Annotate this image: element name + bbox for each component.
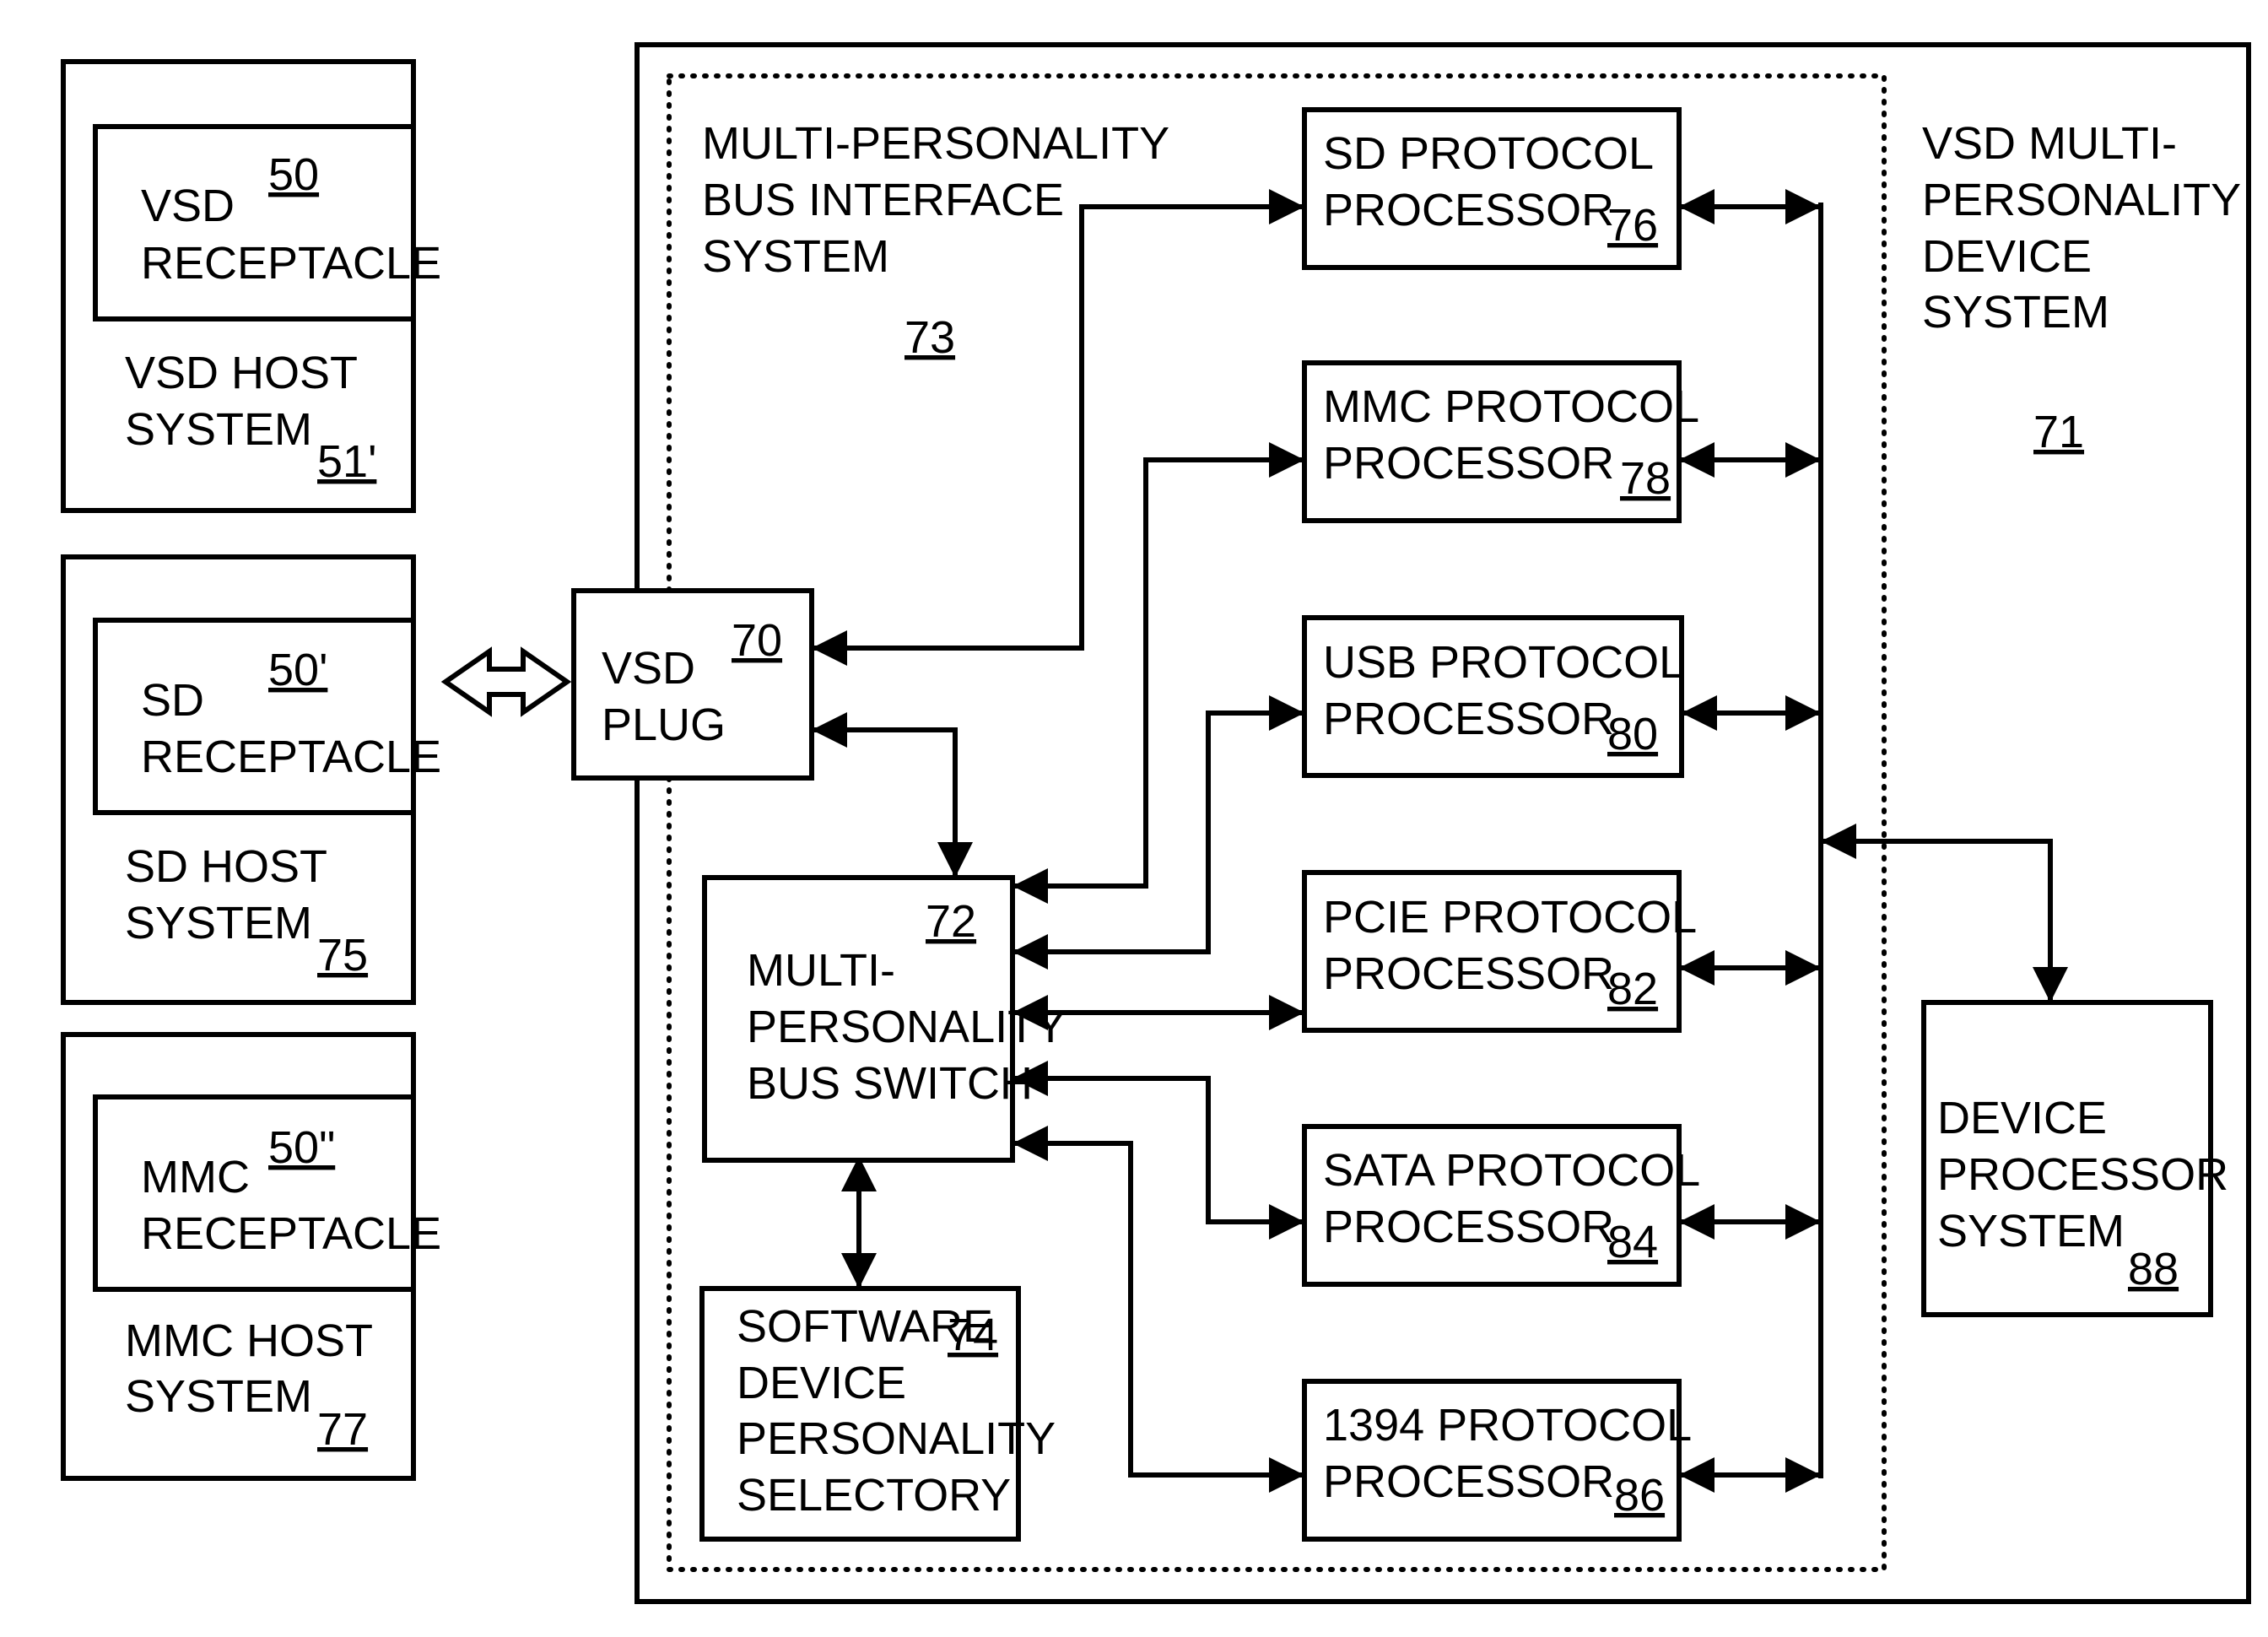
vsd-receptacle-label-1: VSD <box>141 181 235 231</box>
pcie-processor-label-2: PROCESSOR <box>1323 948 1614 999</box>
selector-label-3: PERSONALITY <box>737 1413 1056 1464</box>
pcie-processor-label-1: PCIE PROTOCOL <box>1323 892 1697 943</box>
sd-processor-ref: 76 <box>1607 200 1658 251</box>
1394-processor-label-2: PROCESSOR <box>1323 1456 1614 1507</box>
device-processor-label-3: SYSTEM <box>1937 1206 2125 1256</box>
pcie-processor-ref: 82 <box>1607 964 1658 1014</box>
device-system-ref: 71 <box>2033 407 2084 457</box>
interface-label-3: SYSTEM <box>702 231 889 282</box>
sata-processor-label-1: SATA PROTOCOL <box>1323 1145 1700 1196</box>
mmc-host-ref: 77 <box>317 1404 368 1455</box>
pcie-protocol-processor: PCIE PROTOCOL PROCESSOR 82 <box>1304 873 1697 1030</box>
vsd-host-label-2: SYSTEM <box>125 404 312 455</box>
usb-processor-label-1: USB PROTOCOL <box>1323 637 1684 688</box>
mmc-receptacle-label-1: MMC <box>141 1152 250 1202</box>
1394-processor-label-1: 1394 PROTOCOL <box>1323 1400 1692 1451</box>
device-processor-label-2: PROCESSOR <box>1937 1149 2228 1200</box>
interface-ref: 73 <box>904 312 955 363</box>
vsd-receptacle-label-2: RECEPTACLE <box>141 238 441 289</box>
vsd-plug-label-1: VSD <box>602 643 695 694</box>
mmc-processor-label-2: PROCESSOR <box>1323 438 1614 489</box>
sd-receptacle-label-2: RECEPTACLE <box>141 732 441 782</box>
bus-switch-label-2: PERSONALITY <box>747 1002 1066 1052</box>
mmc-protocol-processor: MMC PROTOCOL PROCESSOR 78 <box>1304 363 1699 521</box>
sd-receptacle-ref: 50' <box>268 645 327 695</box>
selector-ref: 74 <box>948 1310 998 1360</box>
sd-host-label-1: SD HOST <box>125 841 327 892</box>
selector-label-4: SELECTORY <box>737 1470 1011 1521</box>
sd-processor-label-2: PROCESSOR <box>1323 185 1614 235</box>
1394-processor-ref: 86 <box>1614 1470 1665 1521</box>
vsd-host-system: VSD RECEPTACLE 50 VSD HOST SYSTEM 51' <box>63 62 441 511</box>
interface-label-1: MULTI-PERSONALITY <box>702 118 1169 169</box>
hollow-double-arrow-icon <box>446 651 567 712</box>
sata-processor-label-2: PROCESSOR <box>1323 1202 1614 1252</box>
usb-protocol-processor: USB PROTOCOL PROCESSOR 80 <box>1304 618 1684 775</box>
mmc-host-label-2: SYSTEM <box>125 1371 312 1422</box>
sd-receptacle-label-1: SD <box>141 675 204 726</box>
sd-protocol-processor: SD PROTOCOL PROCESSOR 76 <box>1304 110 1679 267</box>
device-processor-label-1: DEVICE <box>1937 1093 2107 1143</box>
sd-processor-label-1: SD PROTOCOL <box>1323 128 1654 179</box>
usb-processor-label-2: PROCESSOR <box>1323 694 1614 744</box>
mmc-host-label-1: MMC HOST <box>125 1316 373 1366</box>
bus-switch-label-1: MULTI- <box>747 945 895 996</box>
interface-label-2: BUS INTERFACE <box>702 175 1064 225</box>
vsd-host-label-1: VSD HOST <box>125 348 358 398</box>
device-system-label-2: PERSONALITY <box>1922 175 2241 225</box>
device-processor-ref: 88 <box>2128 1244 2179 1294</box>
device-system-label-4: SYSTEM <box>1922 287 2109 338</box>
sd-host-ref: 75 <box>317 930 368 981</box>
bus-switch: 72 MULTI- PERSONALITY BUS SWITCH <box>705 878 1066 1160</box>
device-processor-system: DEVICE PROCESSOR SYSTEM 88 <box>1924 1002 2228 1315</box>
sata-protocol-processor: SATA PROTOCOL PROCESSOR 84 <box>1304 1126 1700 1284</box>
vsd-plug-label-2: PLUG <box>602 700 726 750</box>
sd-host-label-2: SYSTEM <box>125 898 312 948</box>
vsd-receptacle-ref: 50 <box>268 149 319 200</box>
vsd-host-ref: 51' <box>317 436 376 487</box>
mmc-receptacle-label-2: RECEPTACLE <box>141 1208 441 1259</box>
device-system-label-1: VSD MULTI- <box>1922 118 2177 169</box>
sd-host-system: SD RECEPTACLE 50' SD HOST SYSTEM 75 <box>63 557 441 1002</box>
bus-switch-ref: 72 <box>926 896 976 947</box>
usb-processor-ref: 80 <box>1607 709 1658 759</box>
device-system-label-3: DEVICE <box>1922 231 2092 282</box>
mmc-processor-label-1: MMC PROTOCOL <box>1323 381 1699 432</box>
bus-switch-label-3: BUS SWITCH <box>747 1058 1033 1109</box>
vsd-plug-ref: 70 <box>732 615 782 666</box>
1394-protocol-processor: 1394 PROTOCOL PROCESSOR 86 <box>1304 1381 1692 1539</box>
selector-label-2: DEVICE <box>737 1358 906 1408</box>
personality-selector: SOFTWARE 74 DEVICE PERSONALITY SELECTORY <box>702 1289 1056 1539</box>
mmc-processor-ref: 78 <box>1620 453 1671 504</box>
mmc-host-system: MMC RECEPTACLE 50" MMC HOST SYSTEM 77 <box>63 1035 441 1478</box>
sata-processor-ref: 84 <box>1607 1217 1658 1267</box>
mmc-receptacle-ref: 50" <box>268 1122 335 1173</box>
vsd-plug: VSD PLUG 70 <box>574 591 812 778</box>
